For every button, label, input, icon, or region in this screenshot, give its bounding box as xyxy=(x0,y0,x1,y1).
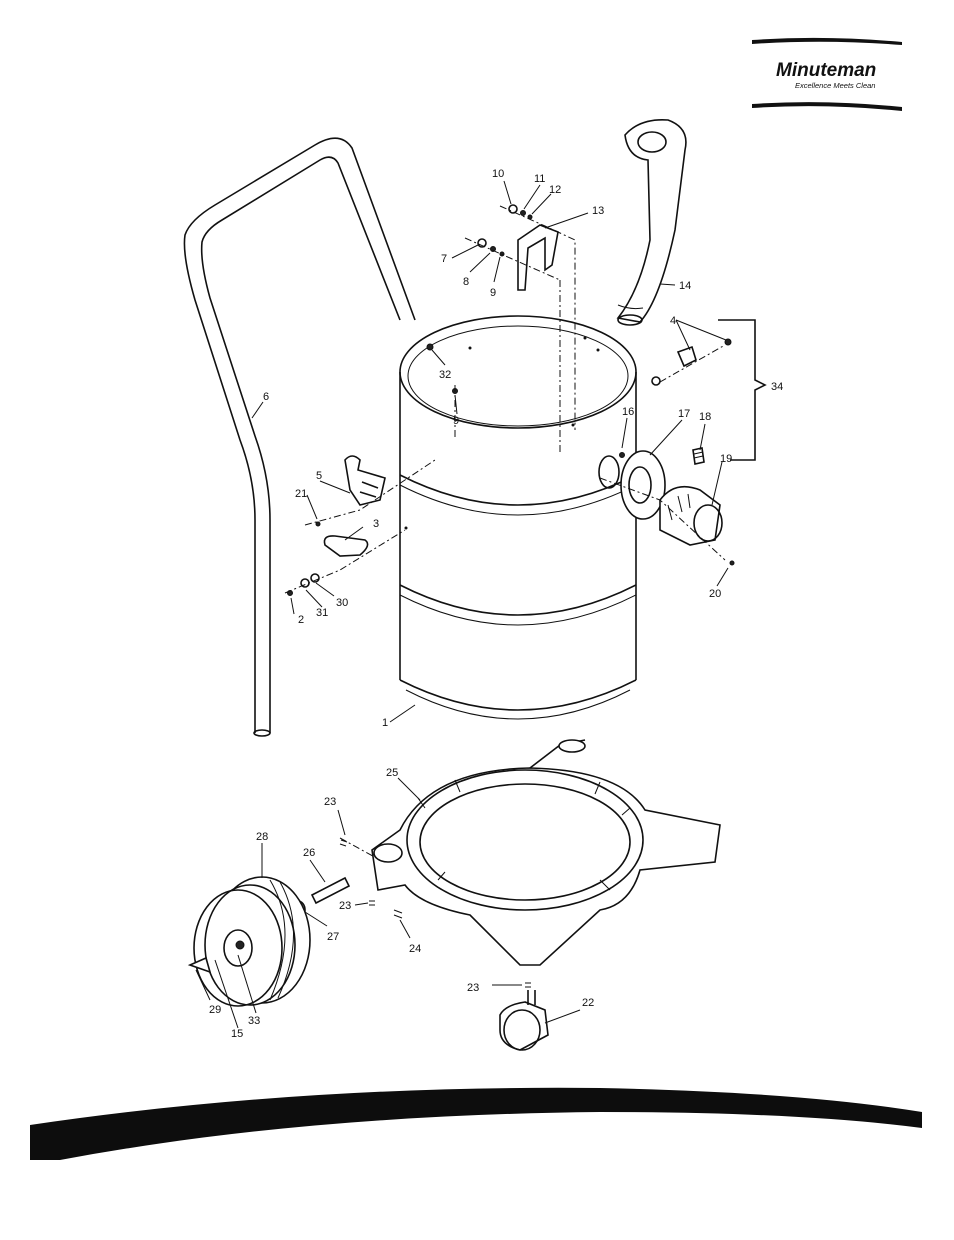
callout-30: 30 xyxy=(336,597,348,609)
callout-4: 4 xyxy=(670,315,676,327)
callout-7: 7 xyxy=(441,253,447,265)
callout-29: 29 xyxy=(209,1004,221,1016)
callout-20: 20 xyxy=(709,588,721,600)
minuteman-logo: Minuteman Excellence Meets Clean xyxy=(752,37,902,111)
callout-24: 24 xyxy=(409,943,421,955)
callout-9-bracket: 9 xyxy=(490,287,496,299)
callout-17: 17 xyxy=(678,408,690,420)
callout-27: 27 xyxy=(327,931,339,943)
callout-2: 2 xyxy=(298,614,304,626)
callout-22: 22 xyxy=(582,997,594,1009)
drum-part xyxy=(399,315,637,720)
callout-14: 14 xyxy=(679,280,691,292)
callout-32: 32 xyxy=(439,369,451,381)
footer-swoosh xyxy=(30,1087,922,1160)
callout-labels: 1 2 3 4 5 6 7 8 9 9 10 11 12 13 14 15 16… xyxy=(209,168,783,1040)
handle-part xyxy=(183,137,416,737)
callout-34: 34 xyxy=(771,381,783,393)
callout-23-upper: 23 xyxy=(324,796,336,808)
callout-5: 5 xyxy=(316,470,322,482)
bracket-hardware-group xyxy=(464,204,576,455)
latch-assembly xyxy=(284,455,436,596)
logo-top-swoosh xyxy=(752,37,902,45)
logo-tagline: Excellence Meets Clean xyxy=(795,81,875,90)
callout-16: 16 xyxy=(622,406,634,418)
callout-15: 15 xyxy=(231,1028,243,1040)
callout-6: 6 xyxy=(263,391,269,403)
callout-28: 28 xyxy=(256,831,268,843)
leader-lines xyxy=(195,180,729,1029)
wheel-part xyxy=(187,876,311,1007)
exhaust-tube-part xyxy=(616,118,687,326)
callout-10: 10 xyxy=(492,168,504,180)
callout-1: 1 xyxy=(382,717,388,729)
callout-23-lower: 23 xyxy=(467,982,479,994)
callout-12: 12 xyxy=(549,184,561,196)
callout-9-drum: 9 xyxy=(453,415,459,427)
callout-25: 25 xyxy=(386,767,398,779)
drum-screws xyxy=(426,343,458,440)
base-part xyxy=(371,739,721,966)
logo-brand-name: Minuteman xyxy=(776,60,876,81)
logo-bottom-swoosh xyxy=(752,102,902,111)
callout-19: 19 xyxy=(720,453,732,465)
callout-8: 8 xyxy=(463,276,469,288)
callout-23-middle: 23 xyxy=(339,900,351,912)
callout-3: 3 xyxy=(373,518,379,530)
callout-21: 21 xyxy=(295,488,307,500)
callout-18: 18 xyxy=(699,411,711,423)
intake-assembly xyxy=(598,319,767,566)
callout-13: 13 xyxy=(592,205,604,217)
caster-part xyxy=(499,990,549,1051)
callout-11: 11 xyxy=(534,173,545,185)
callout-26: 26 xyxy=(303,847,315,859)
callout-33: 33 xyxy=(248,1015,260,1027)
callout-31: 31 xyxy=(316,607,328,619)
